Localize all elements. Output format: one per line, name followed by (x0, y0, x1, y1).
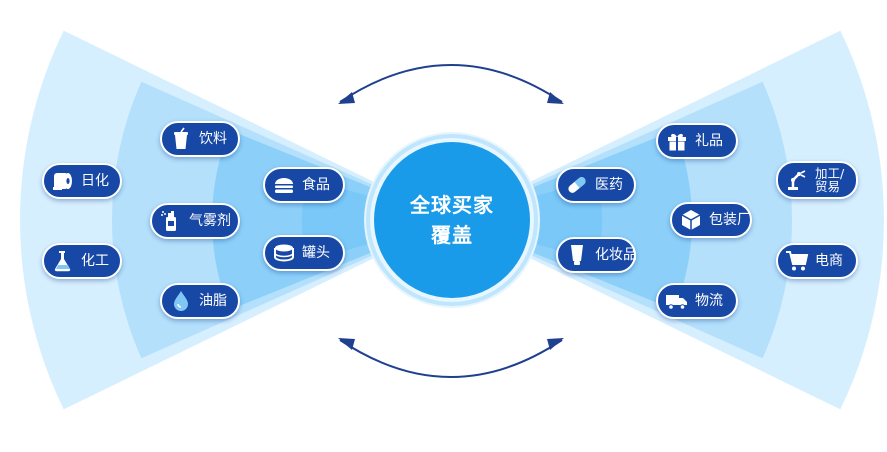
category-cosmetics[interactable]: 化妆品 (556, 237, 637, 273)
tissue-roll-icon (49, 167, 77, 195)
robot-arm-icon (783, 166, 811, 194)
truck-icon (663, 287, 691, 315)
exchange-arrows (338, 64, 564, 378)
category-label: 油脂 (199, 292, 227, 309)
top-arrow-arc (339, 64, 563, 103)
can-icon (270, 239, 298, 267)
spray-can-icon (157, 207, 185, 235)
package-box-icon (677, 206, 705, 234)
category-label: 食品 (302, 176, 330, 193)
burger-icon (270, 171, 298, 199)
category-label: 饮料 (199, 130, 227, 147)
category-label: 医药 (595, 176, 623, 193)
category-processing-trade[interactable]: 加工/ 贸易 (776, 161, 858, 199)
category-canned-goods[interactable]: 罐头 (263, 235, 345, 271)
oil-drop-icon (167, 287, 195, 315)
center-disc (374, 142, 530, 298)
category-logistics[interactable]: 物流 (656, 283, 738, 319)
center-ring (366, 134, 538, 306)
category-chemical[interactable]: 化工 (42, 243, 122, 279)
center-title-line2: 覆盖 (431, 223, 473, 247)
category-label: 包装厂 (709, 211, 751, 228)
category-ecommerce[interactable]: 电商 (776, 243, 858, 279)
category-food[interactable]: 食品 (263, 167, 345, 203)
bottom-arrow-right-head (547, 338, 564, 350)
category-daily-chemical[interactable]: 日化 (42, 163, 122, 199)
bottom-arrow-arc (339, 339, 563, 378)
category-label: 气雾剂 (189, 212, 231, 229)
drink-cup-icon (167, 125, 195, 153)
gift-icon (663, 127, 691, 155)
cosmetic-tube-icon (563, 241, 591, 269)
pill-capsule-icon (563, 171, 591, 199)
category-label: 化妆品 (595, 246, 637, 263)
category-oils[interactable]: 油脂 (160, 283, 240, 319)
category-beverage[interactable]: 饮料 (160, 121, 240, 157)
center-title: 全球买家 覆盖 (372, 140, 532, 300)
category-pharma[interactable]: 医药 (556, 167, 636, 203)
category-label: 物流 (695, 292, 723, 309)
top-arrow-left-head (338, 92, 355, 104)
category-label: 加工/ 贸易 (815, 166, 845, 194)
category-label: 化工 (81, 252, 109, 269)
category-label: 罐头 (302, 244, 330, 261)
category-label: 礼品 (695, 132, 723, 149)
category-gifts[interactable]: 礼品 (656, 123, 738, 159)
category-label: 日化 (81, 172, 109, 189)
center-title-line1: 全球买家 (410, 193, 494, 217)
flask-icon (49, 247, 77, 275)
category-aerosol[interactable]: 气雾剂 (150, 203, 240, 239)
top-arrow-right-head (547, 92, 564, 104)
shopping-cart-icon (783, 247, 811, 275)
category-packaging-factory[interactable]: 包装厂 (670, 202, 752, 238)
bottom-arrow-left-head (338, 338, 355, 350)
category-label: 电商 (815, 252, 843, 269)
